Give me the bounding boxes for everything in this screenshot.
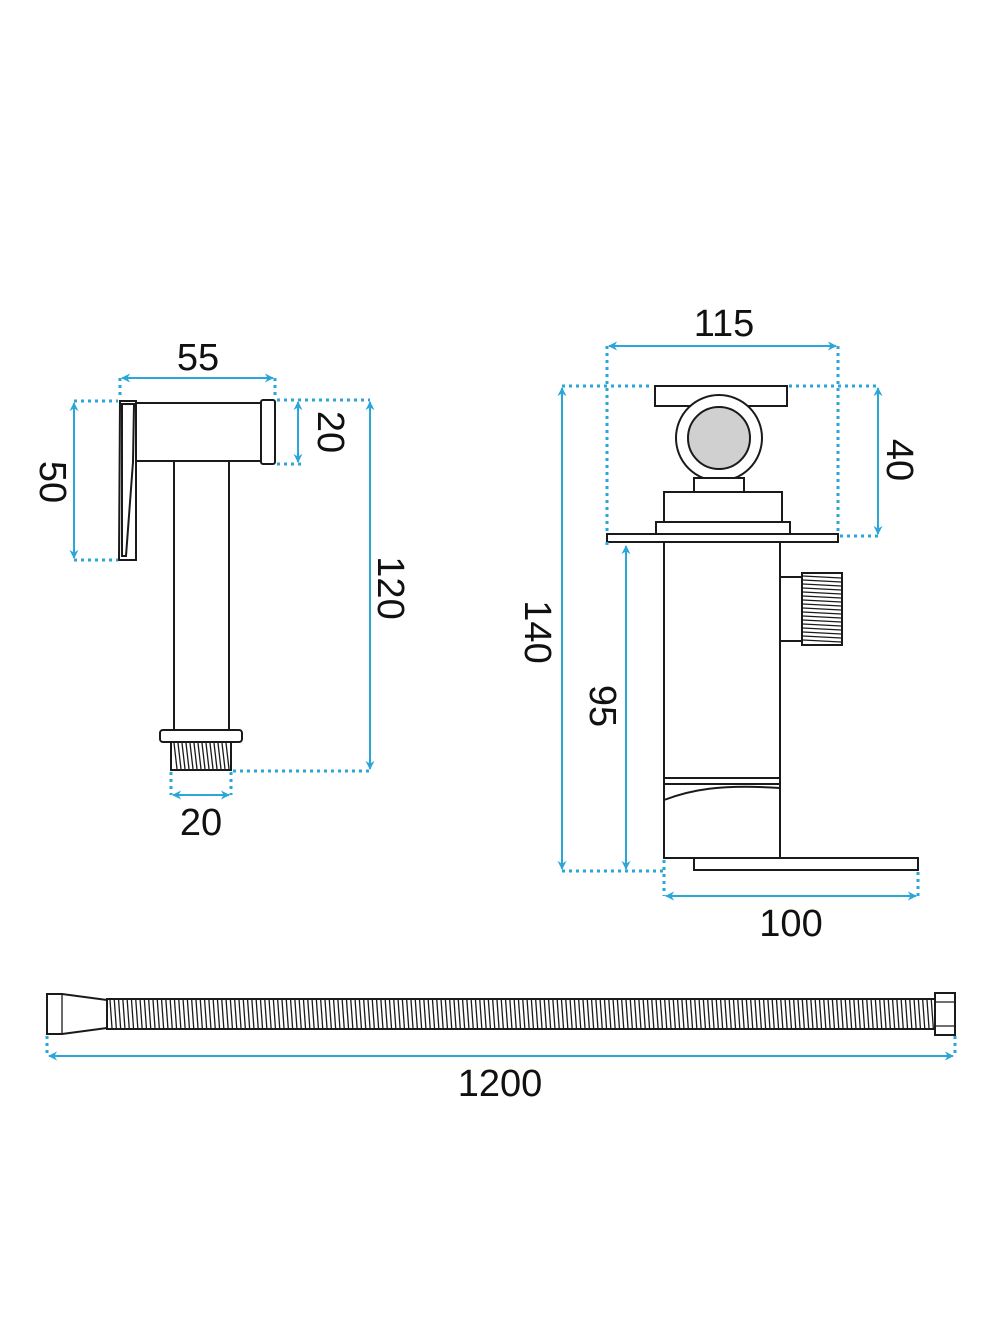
valve-collar-top	[663, 491, 783, 523]
sprayer-head-cap	[260, 399, 276, 465]
dim-label-valve-height: 140	[516, 600, 558, 663]
sprayer-lever-taper	[121, 403, 136, 557]
dim-label-sprayer-thread: 20	[180, 802, 222, 844]
hose-dimensions: 1200	[45, 1036, 957, 1105]
valve-dimensions: 115 40 140 95 100	[516, 303, 920, 945]
hose-drawing	[46, 992, 956, 1036]
dim-label-hose-length: 1200	[458, 1063, 543, 1105]
dim-label-sprayer-head-height: 20	[309, 411, 351, 453]
hand-sprayer-drawing	[117, 399, 276, 771]
dim-label-sprayer-height: 50	[31, 461, 73, 503]
dim-label-valve-head-height: 40	[878, 439, 920, 481]
holder-ring-inner	[687, 406, 751, 470]
dim-label-sprayer-length: 120	[369, 556, 411, 619]
sprayer-thread-lines	[173, 742, 230, 770]
valve-knob-wave	[663, 783, 781, 802]
sprayer-handle	[173, 460, 230, 732]
hose-left-ferrule	[46, 993, 108, 1035]
dim-label-valve-base-width: 100	[759, 903, 822, 945]
holder-neck	[693, 477, 745, 493]
valve-flange	[606, 533, 839, 543]
sprayer-collar	[159, 729, 243, 743]
valve-body	[663, 541, 781, 783]
hose-ribs	[109, 999, 934, 1029]
valve-thread-lines	[802, 575, 842, 643]
sprayer-head-body	[133, 402, 265, 462]
valve-bottom-plate	[693, 857, 919, 871]
dim-label-valve-body-height: 95	[581, 685, 623, 727]
hose-right-nut	[934, 992, 956, 1036]
dim-label-sprayer-width: 55	[177, 337, 219, 379]
sprayer-dimensions: 55 50 20 120 20	[31, 337, 411, 844]
valve-holder-drawing	[606, 385, 919, 871]
valve-outlet-base	[779, 576, 803, 642]
dim-label-valve-width: 115	[694, 303, 755, 345]
